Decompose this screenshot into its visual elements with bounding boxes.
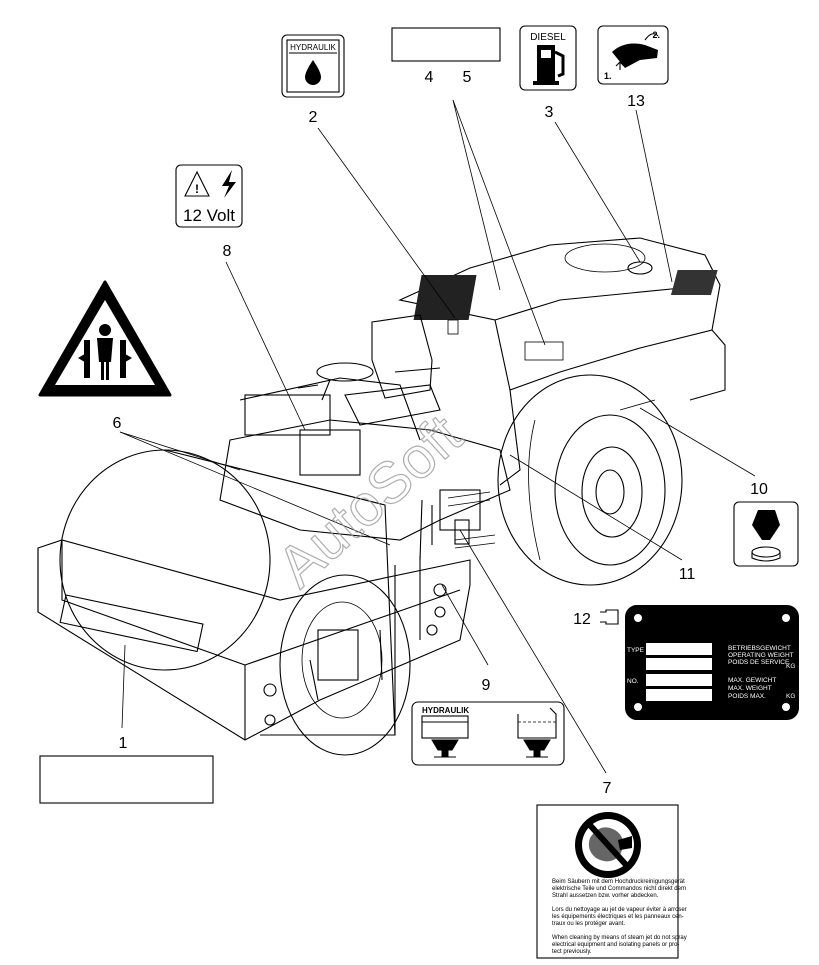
callout-9: 9 (482, 677, 491, 694)
warning-line-5: Lors du nettoyage au jet de vapeur évite… (552, 907, 687, 913)
oil-drop-icon (305, 60, 321, 85)
hydraulik-top-label: HYDRAULIK (290, 43, 336, 52)
watermark: AutoSoft (265, 402, 474, 599)
callout-12: 12 (573, 611, 591, 628)
volt-label: 12 Volt (183, 206, 235, 225)
callout-8: 8 (223, 243, 232, 260)
warning-line-10: electrical equipment and isolating panel… (552, 942, 679, 948)
callout-6: 6 (113, 415, 122, 432)
decal-type-plate: TYPE NO. BETRIEBSGEWICHT OPERATING WEIGH… (625, 605, 799, 720)
decal-lever-steps: 2. 1. (597, 25, 669, 85)
decal-crush-hazard (38, 280, 172, 397)
plate-max-weight-2: MAX. WEIGHT (728, 685, 772, 692)
plate-no-label: NO. (627, 678, 639, 685)
decal-blank-top (391, 27, 501, 62)
warning-line-3: Strahl aussetzen bzw. vorher abdecken. (552, 893, 659, 899)
callout-5: 5 (463, 69, 472, 86)
decal-blank-bottom (39, 755, 214, 804)
callout-1: 1 (119, 735, 128, 752)
decal-hydraulik-oil: HYDRAULIK (281, 34, 345, 98)
lightning-icon (222, 170, 236, 198)
callout-4: 4 (425, 69, 434, 86)
callout-11: 11 (679, 566, 696, 583)
callout-7: 7 (603, 780, 612, 797)
person-crush-icon (78, 324, 132, 380)
decal-hydraulik-level: HYDRAULIK (411, 701, 565, 766)
grease-can-icon (752, 510, 780, 540)
plate-max-weight-1: MAX. GEWICHT (728, 677, 776, 684)
decal-lubrication (733, 501, 799, 567)
hand-lever-icon (612, 43, 658, 68)
callout-numbers: 1 2 3 4 5 6 7 8 9 10 11 12 13 (113, 69, 768, 797)
diesel-label: DIESEL (530, 32, 566, 43)
drain-plug-icon (431, 739, 459, 758)
rivet-icon (600, 609, 619, 625)
warning-line-9: When cleaning by means of steam jet do n… (552, 935, 687, 941)
plate-max-weight-3: POIDS MAX. (728, 693, 766, 700)
callout-13: 13 (627, 93, 645, 110)
hydraulik-box-label: HYDRAULIK (422, 706, 469, 715)
plate-type-label: TYPE (627, 647, 645, 654)
warning-line-11: tect previously. (552, 949, 592, 955)
fuel-pump-icon (533, 45, 565, 85)
level-plug-icon (523, 739, 551, 758)
plate-kg-1: KG (786, 663, 795, 670)
decal-no-steam-cleaning: Beim Säubern mit dem Hochdruckreinigungs… (536, 804, 687, 959)
roller-machine-drawing (37, 237, 726, 756)
callout-2: 2 (309, 109, 318, 126)
warning-line-6: les équipements électriques et les panne… (552, 914, 684, 920)
plate-operating-weight-3: POIDS DE SERVICE (728, 659, 790, 666)
plate-operating-weight-2: OPERATING WEIGHT (728, 652, 794, 659)
svg-text:!: ! (195, 182, 199, 196)
plate-kg-2: KG (786, 693, 795, 700)
warning-line-7: traux ou les protéger avant. (552, 921, 625, 927)
warning-line-1: Beim Säubern mit dem Hochdruckreinigungs… (552, 879, 685, 885)
decal-12-volt: ! 12 Volt (175, 164, 243, 228)
decal-diesel: DIESEL (519, 25, 577, 91)
callout-10: 10 (750, 481, 768, 498)
step-1-label: 1. (604, 71, 612, 81)
warning-triangle-icon (184, 170, 210, 197)
warning-line-2: elektrische Teile und Commandos nicht di… (552, 886, 686, 892)
plate-operating-weight-1: BETRIEBSGEWICHT (728, 645, 791, 652)
callout-3: 3 (545, 104, 554, 121)
leader-lines (119, 99, 756, 774)
